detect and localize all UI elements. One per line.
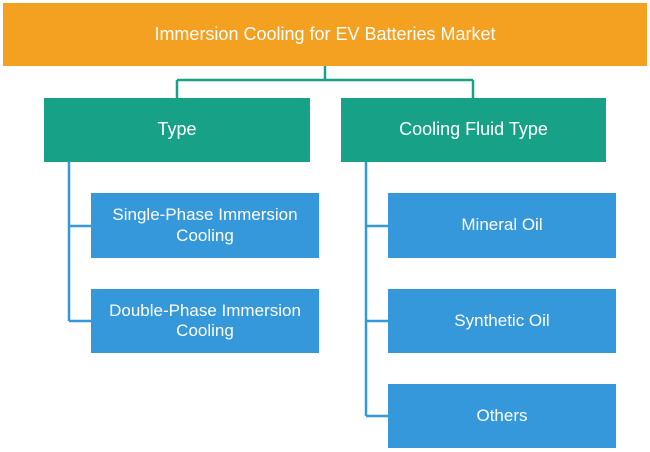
root-label: Immersion Cooling for EV Batteries Marke… bbox=[154, 23, 496, 44]
leaf-synthetic-oil: Synthetic Oil bbox=[388, 289, 616, 353]
leaf-label: Synthetic Oil bbox=[454, 310, 550, 330]
leaf-mineral-oil: Mineral Oil bbox=[388, 193, 616, 258]
category-cooling-fluid-type-label: Cooling Fluid Type bbox=[399, 119, 548, 140]
root-node: Immersion Cooling for EV Batteries Marke… bbox=[3, 3, 647, 66]
leaf-single-phase: Single-Phase Immersion Cooling bbox=[91, 193, 319, 258]
leaf-label: Double-Phase Immersion Cooling bbox=[109, 300, 301, 340]
leaf-label: Mineral Oil bbox=[461, 215, 543, 235]
leaf-label: Others bbox=[476, 405, 528, 425]
leaf-double-phase: Double-Phase Immersion Cooling bbox=[91, 289, 319, 353]
category-type: Type bbox=[44, 98, 310, 162]
category-cooling-fluid-type: Cooling Fluid Type bbox=[341, 98, 606, 162]
leaf-others: Others bbox=[388, 384, 616, 448]
leaf-label: Single-Phase Immersion Cooling bbox=[112, 205, 298, 245]
category-type-label: Type bbox=[157, 119, 197, 140]
